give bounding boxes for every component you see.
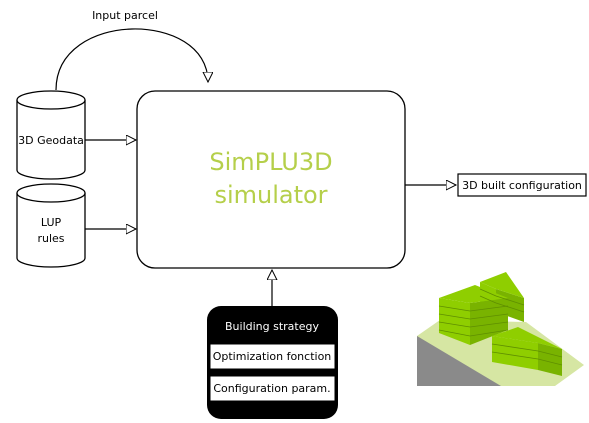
strategy-title: Building strategy [225,320,319,333]
geodata-label: 3D Geodata [18,134,84,147]
3d-building-render [417,272,584,386]
terrain-slope [417,336,501,386]
lup-rules-cylinder: LUP rules [16,183,86,268]
simulator-box [136,90,406,269]
input-parcel-label: Input parcel [92,9,158,22]
output-box [457,173,587,197]
strategy-item-optimization-label: Optimization fonction [213,350,332,363]
strategy-item-configuration-label: Configuration param. [213,382,330,395]
strategy-item-optimization [209,343,336,370]
output-label: 3D built configuration [462,179,582,192]
building-strategy-box: Building strategy Optimization fonction … [207,306,338,419]
input-parcel-arrow [55,28,208,91]
simulator-title-line2: simulator [214,181,327,209]
geodata-cylinder: 3D Geodata [16,90,86,180]
strategy-item-configuration [209,375,336,402]
building-right [492,327,562,376]
lup-label-line2: rules [37,232,64,245]
simulator-title-line1: SimPLU3D [209,148,332,176]
lup-label-line1: LUP [41,216,62,229]
